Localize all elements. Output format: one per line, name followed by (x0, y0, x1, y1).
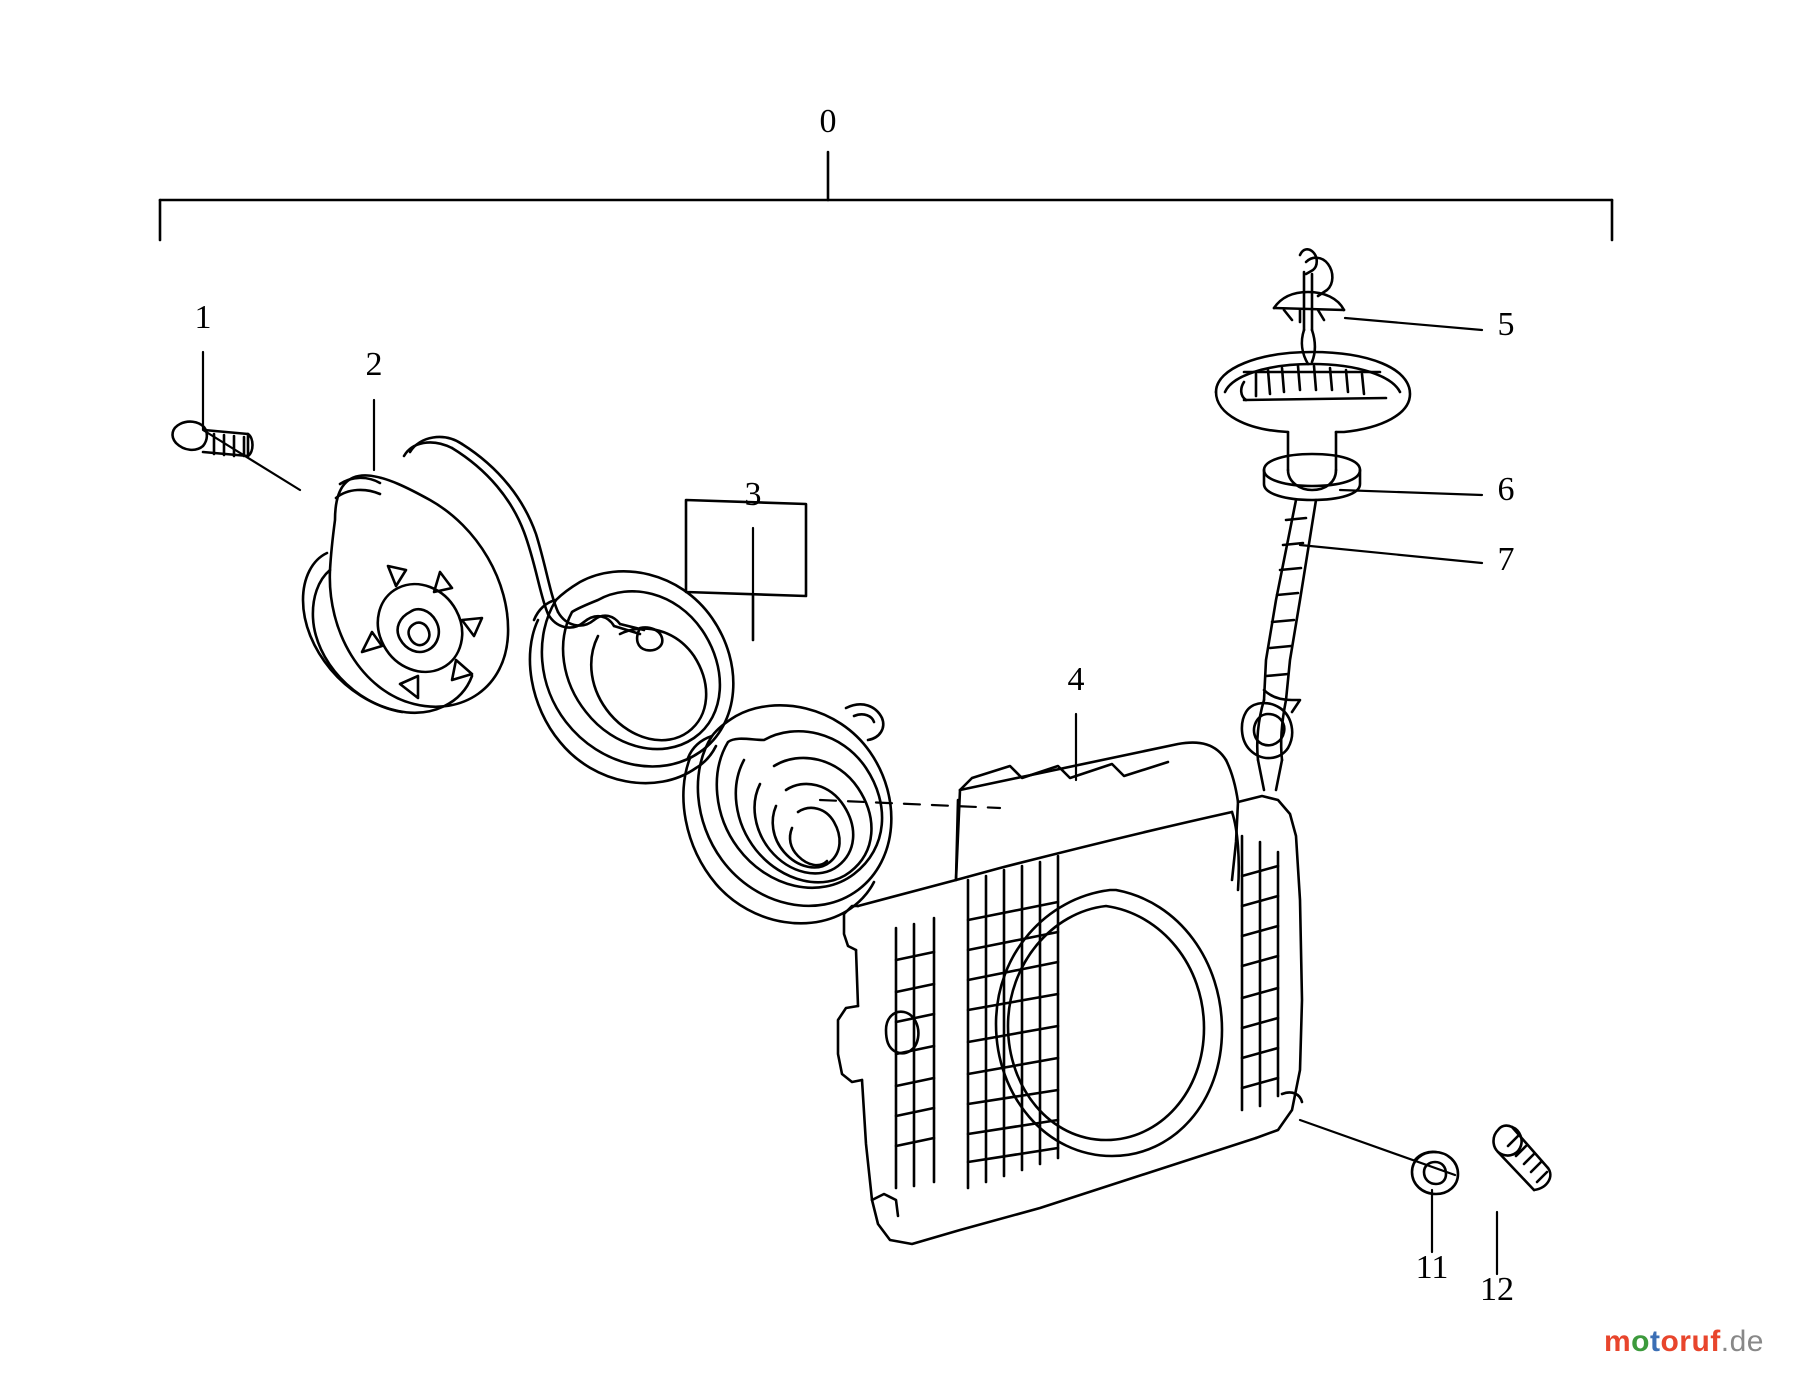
part-spring-plate-3 (684, 498, 808, 598)
watermark-o: o (1631, 1325, 1650, 1358)
leader-5 (1343, 316, 1484, 332)
part-recoil-spring-3 (682, 594, 893, 925)
part-washer-11 (1410, 1150, 1460, 1196)
callout-4: 4 (1068, 661, 1085, 698)
callout-12: 12 (1480, 1271, 1514, 1308)
leader-cover-to-12 (1298, 1118, 1457, 1177)
callout-11: 11 (1416, 1249, 1449, 1286)
callout-5: 5 (1498, 306, 1515, 343)
part-rope-tip-5 (1272, 248, 1346, 366)
part-cover-4 (836, 688, 1304, 1246)
callout-7: 7 (1498, 541, 1515, 578)
callout-2: 2 (366, 346, 383, 383)
watermark-m: m (1603, 1325, 1632, 1358)
watermark-oruf: oruf (1660, 1325, 1721, 1358)
leader-6 (1338, 488, 1484, 497)
part-bolt-12 (1492, 1124, 1552, 1192)
leader-7 (1298, 543, 1484, 565)
watermark-t: t (1649, 1325, 1661, 1358)
callout-6: 6 (1498, 471, 1515, 508)
rope-pulley-ring (528, 570, 735, 785)
callout-labels: 0 1 2 3 4 5 6 7 11 12 (195, 103, 1515, 1308)
assembly-bracket (158, 150, 1614, 242)
leader-lines (201, 316, 1499, 1276)
callout-0: 0 (820, 103, 837, 140)
part-handle-6 (1214, 350, 1412, 502)
leader-1 (201, 350, 302, 492)
leader-spring-to-cover (818, 798, 1002, 810)
callout-1: 1 (195, 299, 212, 336)
watermark: motoruf.de (1604, 1325, 1764, 1359)
callout-3: 3 (745, 476, 762, 513)
part-rope-7 (1255, 498, 1318, 792)
part-screw-1 (171, 420, 254, 458)
part-reel-2 (301, 435, 664, 714)
watermark-tld: .de (1720, 1325, 1764, 1358)
